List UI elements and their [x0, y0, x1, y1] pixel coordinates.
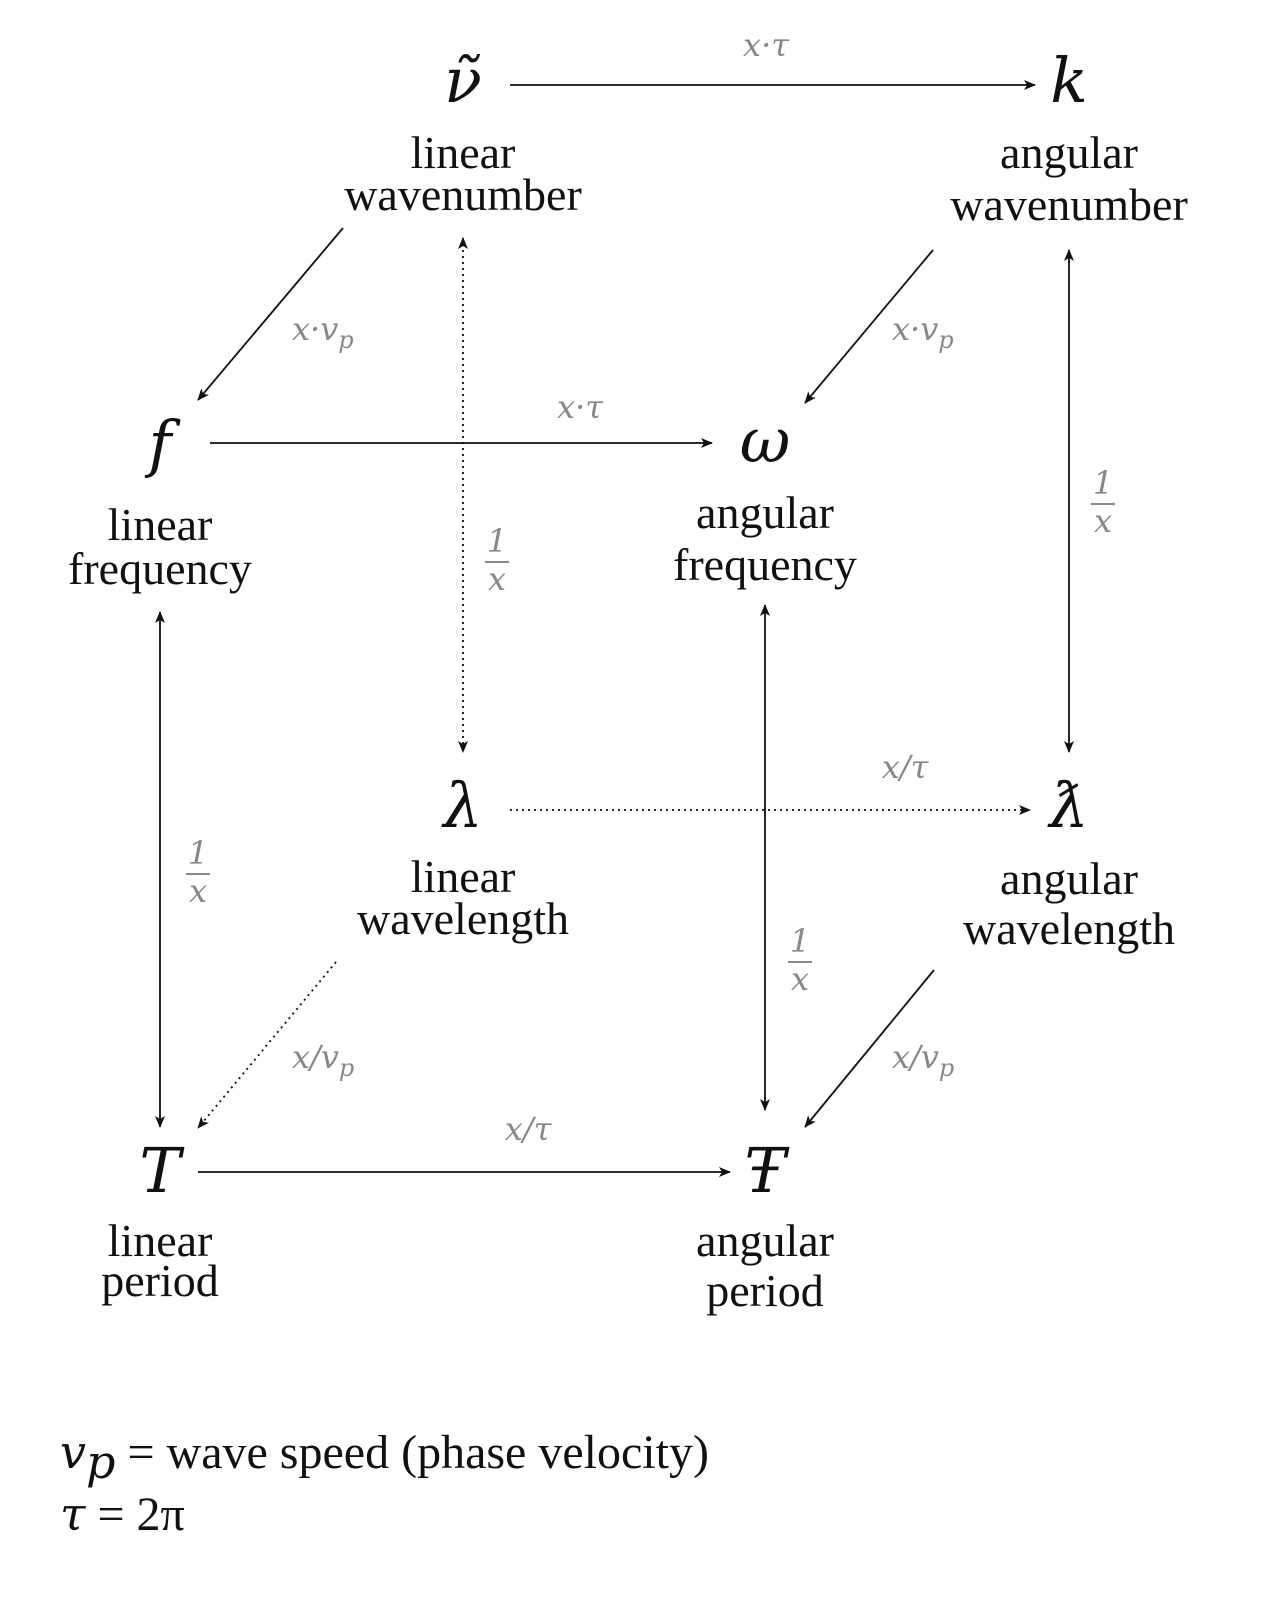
edge-label-x-times-vp: x·vp [892, 310, 954, 354]
symbol-k: k [1050, 44, 1088, 117]
footnote-symbol: v [60, 1425, 86, 1479]
symbol-lambda: λ [440, 769, 482, 842]
node-label-line-1: linear [411, 851, 516, 902]
node-label-line-2: period [706, 1265, 824, 1316]
footnote-symbol: τ [60, 1487, 87, 1541]
edge-label-x-times-vp: x·vp [292, 310, 354, 354]
node-label-line-1: angular [1000, 853, 1138, 904]
node-label-line-1: angular [696, 1215, 834, 1266]
edge-label-reciprocal-fraction: 1 x [1091, 464, 1115, 540]
edge-label-main: x/v [892, 1038, 939, 1076]
node-angular-frequency: ω angular frequency [673, 404, 857, 590]
edge-label-subscript: p [339, 1054, 354, 1082]
node-angular-wavelength: ƛ angular wavelength [963, 769, 1175, 954]
node-label-line-2: period [101, 1255, 219, 1306]
edge-label-x-over-vp: x/vp [892, 1038, 954, 1082]
fraction-denominator: x [488, 560, 506, 598]
node-label-line-1: linear [108, 1215, 213, 1266]
edge-label-subscript: p [939, 1054, 954, 1082]
node-linear-period: T linear period [101, 1134, 219, 1306]
node-label-line-2: frequency [68, 543, 252, 594]
node-label-line-2: wavenumber [344, 169, 582, 220]
node-label-line-2: frequency [673, 539, 857, 590]
edge-labels: x·τ x·τ x/τ x/τ x·vp x·vp x/vp x/vp 1 x … [186, 26, 1115, 1148]
fraction-numerator: 1 [1093, 464, 1113, 502]
symbol-lambda-bar: ƛ [1046, 769, 1088, 842]
node-angular-wavenumber: k angular wavenumber [950, 44, 1188, 230]
edge-label-reciprocal-fraction: 1 x [485, 522, 509, 598]
edge-label-x-times-tau: x·τ [557, 388, 604, 426]
node-linear-wavelength: λ linear wavelength [357, 769, 569, 944]
edge-label-subscript: p [338, 326, 353, 354]
node-linear-frequency: f linear frequency [68, 407, 252, 594]
footnote-text: = 2π [85, 1488, 184, 1541]
edge-label-x-over-tau: x/τ [505, 1110, 553, 1148]
node-label-line-2: wavenumber [950, 179, 1188, 230]
edge-label-subscript: p [938, 326, 953, 354]
node-label-line-1: linear [411, 127, 516, 178]
node-angular-period: Ŧ angular period [696, 1134, 834, 1316]
footnote-phase-velocity: vp = wave speed (phase velocity) [60, 1425, 709, 1489]
footnote-subscript: p [86, 1435, 115, 1489]
edge-label-main: x·v [892, 310, 938, 348]
edge-label-x-over-vp: x/vp [292, 1038, 354, 1082]
edge-label-main: x/v [292, 1038, 339, 1076]
legend-footnotes: vp = wave speed (phase velocity) τ = 2π [60, 1425, 709, 1541]
node-label-line-2: wavelength [963, 903, 1175, 954]
node-label-line-1: angular [696, 487, 834, 538]
fraction-numerator: 1 [790, 922, 810, 960]
edge-label-reciprocal-fraction: 1 x [788, 922, 812, 998]
node-label-line-1: linear [108, 499, 213, 550]
node-linear-wavenumber: ν̃ linear wavenumber [344, 44, 582, 220]
edge-label-main: x·v [292, 310, 338, 348]
fraction-numerator: 1 [188, 834, 208, 872]
symbol-nu-tilde: ν̃ [444, 44, 482, 117]
footnote-tau: τ = 2π [60, 1487, 185, 1541]
edge-label-reciprocal-fraction: 1 x [186, 834, 210, 910]
edge-label-x-times-tau: x·τ [743, 26, 790, 64]
symbol-f: f [145, 407, 182, 480]
edge-label-x-over-tau: x/τ [882, 748, 930, 786]
arrow-angular-wavelength-to-angular-period [804, 969, 935, 1128]
symbol-T-bar: Ŧ [744, 1134, 790, 1207]
arrow-angular-wavenumber-to-angular-frequency [804, 249, 934, 404]
symbol-omega: ω [740, 404, 791, 477]
footnote-text: = wave speed (phase velocity) [115, 1426, 709, 1479]
edge-lines [155, 80, 1074, 1177]
fraction-denominator: x [1094, 502, 1112, 540]
fraction-denominator: x [189, 872, 207, 910]
fraction-numerator: 1 [487, 522, 507, 560]
arrow-linear-wavenumber-to-linear-frequency [197, 227, 344, 401]
node-label-line-1: angular [1000, 127, 1138, 178]
fraction-denominator: x [791, 960, 809, 998]
node-label-line-2: wavelength [357, 893, 569, 944]
symbol-T: T [139, 1134, 185, 1207]
